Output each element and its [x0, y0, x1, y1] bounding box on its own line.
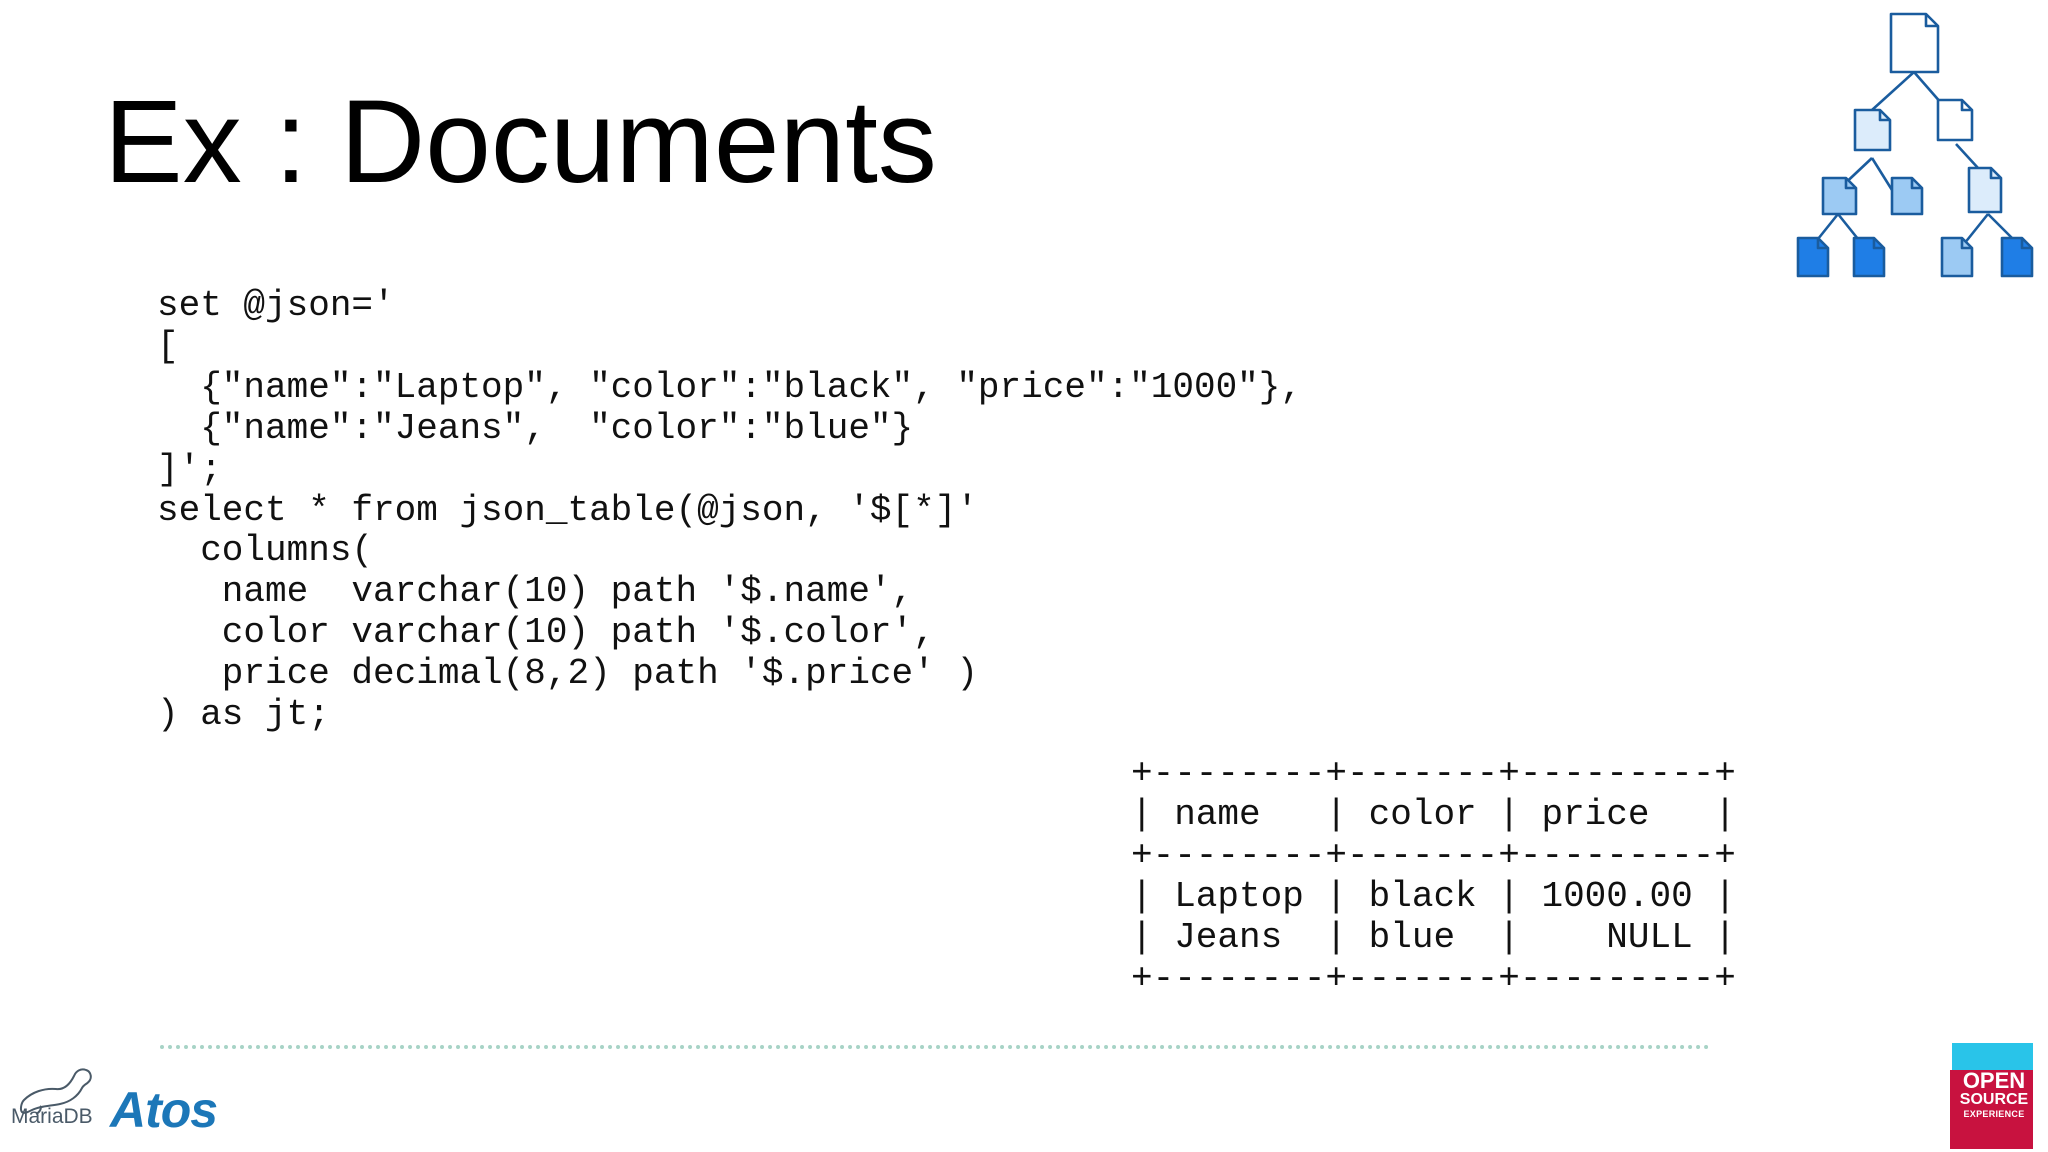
code-line: color varchar(10) path '$.color',	[157, 612, 935, 654]
footer-divider	[160, 1045, 1710, 1049]
ose-line-2: SOURCE	[1959, 1091, 2029, 1108]
mariadb-logo-text: MariaDB	[11, 1105, 93, 1128]
sql-code-block: set @json=' [ {"name":"Laptop", "color":…	[157, 285, 1302, 736]
ose-logo-text: OPEN SOURCE EXPERIENCE	[1956, 1070, 2032, 1119]
code-line: ) as jt;	[157, 694, 330, 736]
ose-logo	[1950, 1070, 2033, 1149]
atos-logo: Atos	[110, 1082, 218, 1138]
ose-line-1: OPEN	[1962, 1068, 2026, 1093]
result-line: | Jeans | blue | NULL |	[1131, 916, 1736, 958]
mariadb-seal-icon	[19, 1068, 92, 1115]
result-line: +--------+-------+---------+	[1131, 957, 1736, 999]
result-line: | name | color | price |	[1131, 793, 1736, 835]
query-result-table: +--------+-------+---------+ | name | co…	[1131, 753, 1736, 999]
document-tree-icon	[1796, 12, 2034, 278]
code-line: {"name":"Jeans", "color":"blue"}	[157, 407, 914, 449]
code-line: {"name":"Laptop", "color":"black", "pric…	[157, 366, 1302, 408]
code-line: select * from json_table(@json, '$[*]'	[157, 489, 978, 531]
ose-line-3: EXPERIENCE	[1963, 1109, 2025, 1119]
slide-title: Ex : Documents	[104, 76, 937, 208]
result-line: +--------+-------+---------+	[1131, 834, 1736, 876]
code-line: price decimal(8,2) path '$.price' )	[157, 653, 978, 695]
ose-logo-accent	[1952, 1043, 2033, 1075]
code-line: [	[157, 325, 179, 367]
result-line: +--------+-------+---------+	[1131, 753, 1736, 794]
code-line: ]';	[157, 448, 222, 490]
code-line: columns(	[157, 530, 374, 572]
result-line: | Laptop | black | 1000.00 |	[1131, 875, 1736, 917]
code-line: name varchar(10) path '$.name',	[157, 571, 914, 613]
code-line: set @json='	[157, 285, 395, 326]
